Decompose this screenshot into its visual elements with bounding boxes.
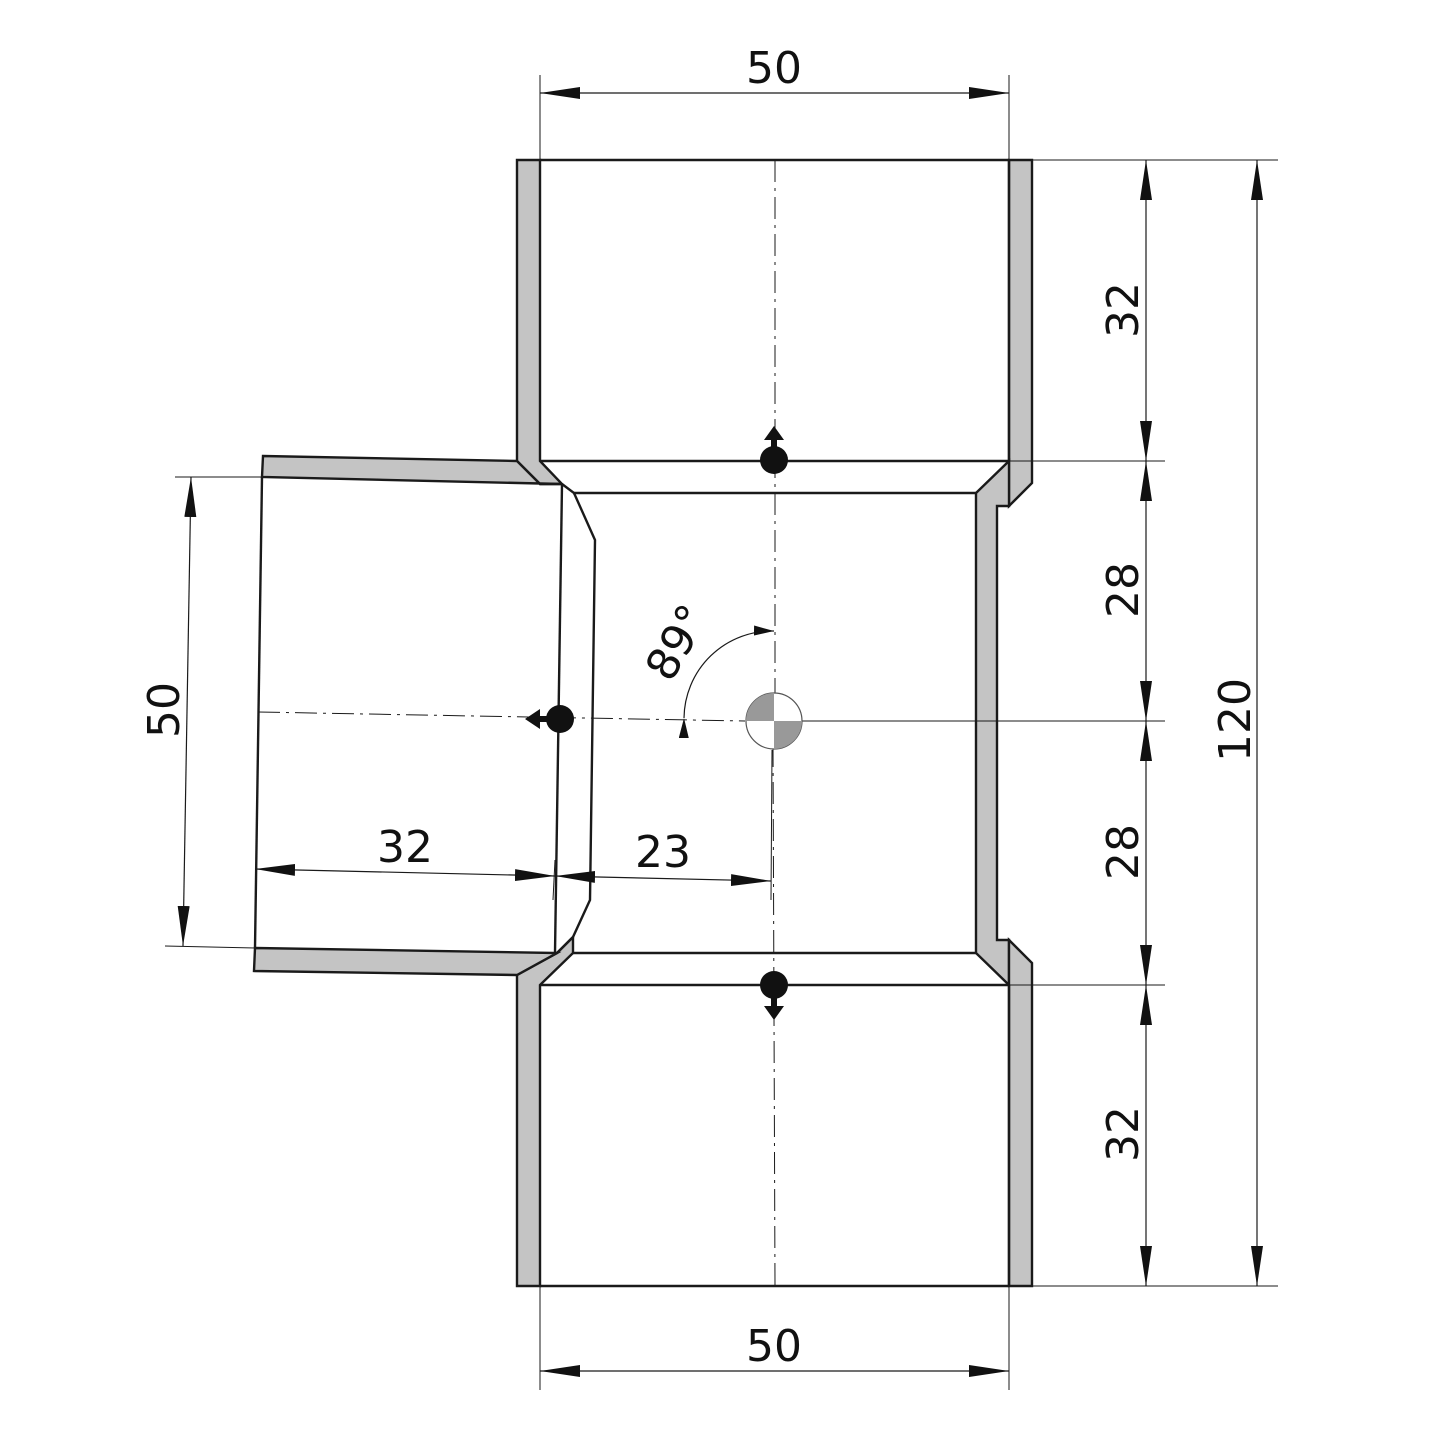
dim-branch-width-line xyxy=(177,476,197,947)
dim-overall-height: 120 xyxy=(1210,678,1261,762)
branch-socket-end xyxy=(556,483,597,954)
branch-wall-top xyxy=(260,454,563,486)
port-marker-top xyxy=(760,426,788,474)
center-mark-symbol xyxy=(745,692,803,901)
port-markers xyxy=(525,426,788,1020)
right-wall-lower xyxy=(1007,937,1034,1288)
right-wall-middle xyxy=(974,458,1011,988)
dim-right-top-socket: 32 xyxy=(1098,282,1149,338)
dim-right-bottom-socket: 32 xyxy=(1098,1106,1149,1162)
dim-branch-socket-line xyxy=(254,863,556,882)
dim-right-lower-body: 28 xyxy=(1098,824,1149,880)
dim-branch-offset: 23 xyxy=(635,827,691,878)
extension-lines xyxy=(164,75,1278,1390)
left-wall-lower xyxy=(515,934,575,1288)
port-marker-left xyxy=(525,705,574,733)
dim-branch-angle: 89° xyxy=(636,596,719,689)
dim-branch-offset-line xyxy=(554,870,772,887)
dimension-labels: 50 50 32 23 32 28 28 32 120 50 89° xyxy=(139,43,1261,1372)
left-wall-upper xyxy=(515,158,565,486)
right-wall-upper xyxy=(1007,158,1034,509)
dim-branch-width: 50 xyxy=(139,682,190,738)
dim-branch-socket-depth: 32 xyxy=(377,822,433,873)
dim-bottom-width: 50 xyxy=(746,1321,802,1372)
port-marker-bottom xyxy=(760,971,788,1020)
dim-right-upper-body: 28 xyxy=(1098,562,1149,618)
dim-top-width: 50 xyxy=(746,43,802,94)
pipe-outlines xyxy=(253,158,1011,1288)
dim-angle-arc xyxy=(678,625,775,739)
dimension-lines xyxy=(177,87,1263,1377)
pipe-walls xyxy=(252,158,1034,1288)
branch-wall-bottom xyxy=(252,946,562,977)
